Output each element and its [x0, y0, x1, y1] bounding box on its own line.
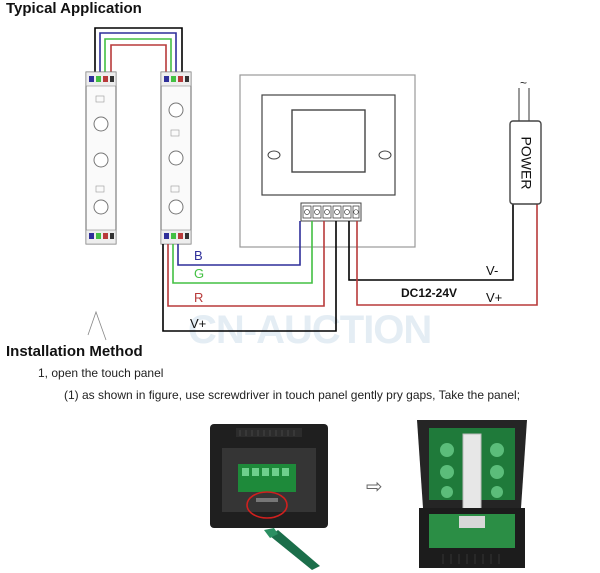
led-strip-right: [160, 71, 192, 245]
photo-panel-opened: [413, 416, 531, 572]
power-label: POWER: [518, 137, 534, 190]
installation-method-title: Installation Method: [6, 343, 143, 360]
photo-panel-pry: [208, 418, 330, 570]
wire-label-vplus-strip: V+: [190, 316, 206, 331]
wire-label-vplus-power: V+: [486, 290, 502, 305]
wire-loop-black: [94, 27, 183, 75]
wire-loop-red: [110, 44, 167, 75]
watermark-text: CN-AUCTION: [188, 308, 432, 352]
ac-symbol: ~: [520, 76, 527, 90]
wire-loop-green: [104, 38, 172, 75]
wiring-diagram: POWER ~ B G R V+ V- V+ DC12-24V: [85, 27, 542, 341]
wire-label-vminus-power: V-: [486, 263, 498, 278]
wire-green: [172, 221, 313, 284]
wire-red: [167, 221, 325, 307]
controller-panel: [239, 74, 416, 248]
led-strip-left: [85, 71, 117, 245]
wire-label-r: R: [194, 290, 203, 305]
stray-mark: [87, 310, 107, 341]
wire-power-vminus: [348, 203, 514, 281]
typical-application-title: Typical Application: [6, 0, 142, 17]
step-1-text: 1, open the touch panel: [38, 366, 164, 380]
wire-power-vplus: [356, 203, 538, 306]
wire-vplus: [162, 221, 337, 332]
wire-loop-blue: [99, 32, 177, 75]
arrow-icon: ⇨: [366, 476, 383, 498]
power-supply: POWER: [509, 120, 542, 205]
step-1-detail-text: (1) as shown in figure, use screwdriver …: [64, 388, 521, 402]
voltage-label: DC12-24V: [401, 286, 457, 300]
wire-blue: [177, 221, 301, 266]
wire-label-g: G: [194, 266, 204, 281]
screwdriver: [270, 530, 320, 570]
wire-label-b: B: [194, 248, 203, 263]
pry-highlight-circle: [246, 491, 288, 519]
